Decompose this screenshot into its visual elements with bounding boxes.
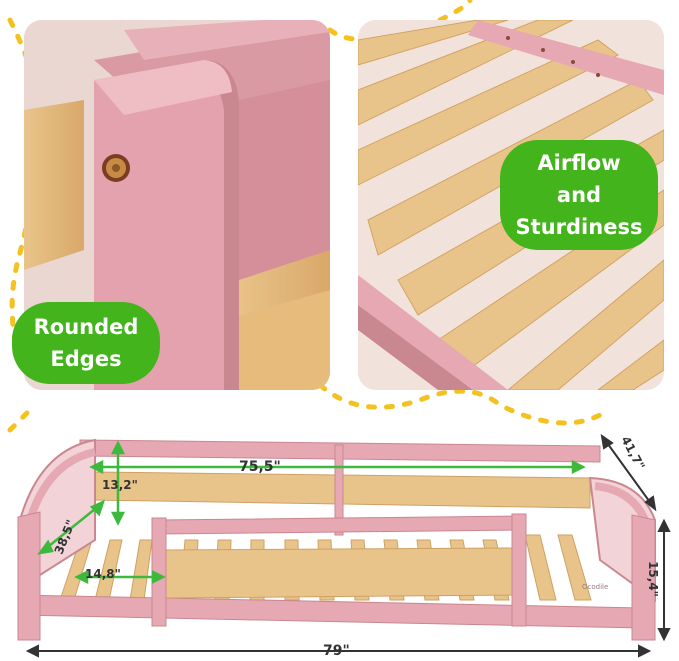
callout-left-line1: Rounded [33, 315, 139, 339]
brand-mark: Ocodile [582, 583, 609, 591]
rounded-edges-photo [24, 20, 330, 390]
airflow-callout: Airflow and Sturdiness [500, 140, 658, 250]
rounded-edges-callout: Rounded Edges [12, 302, 160, 384]
callout-right-line1: Airflow [537, 151, 621, 175]
dimension-height: 13,2" [102, 478, 138, 492]
dimension-total-length: 79" [323, 643, 350, 659]
dimension-length: 75,5" [239, 459, 281, 475]
dimension-gap: 14,8" [85, 567, 121, 581]
dimension-total-height: 15,4" [645, 561, 660, 597]
callout-right-line2: and [556, 183, 602, 207]
callout-right-line3: Sturdiness [515, 215, 643, 239]
callout-left-line2: Edges [50, 347, 122, 371]
